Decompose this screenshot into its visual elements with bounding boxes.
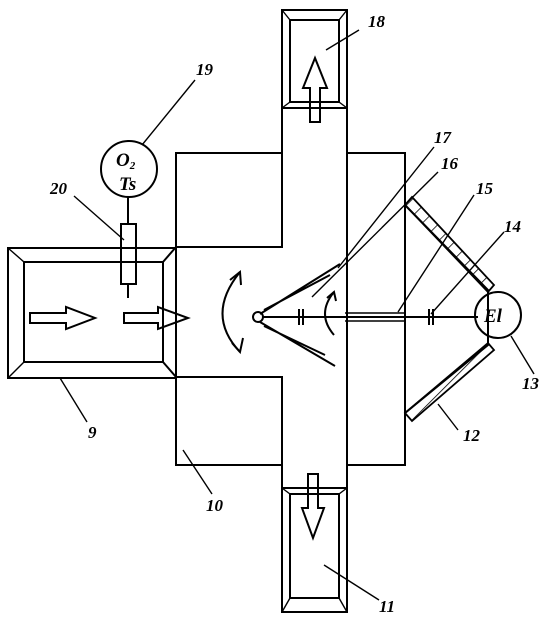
cone-tip bbox=[252, 311, 264, 323]
label-16: 16 bbox=[441, 154, 459, 173]
sensor-o2-text: O bbox=[116, 150, 130, 171]
leader-lines bbox=[59, 29, 535, 601]
label-15: 15 bbox=[476, 179, 494, 198]
probe-sleeve bbox=[120, 223, 137, 285]
label-18: 18 bbox=[368, 12, 386, 31]
label-20: 20 bbox=[49, 179, 68, 198]
channel-outline bbox=[162, 9, 406, 613]
label-17: 17 bbox=[434, 128, 453, 147]
flow-arrow-down bbox=[300, 473, 326, 541]
label-19: 19 bbox=[196, 60, 214, 79]
outlet-top bbox=[281, 9, 348, 109]
flow-arrow-up bbox=[301, 55, 329, 123]
motor bbox=[474, 291, 522, 339]
sensor-o2-sub: 2 bbox=[129, 160, 136, 172]
belt-lower bbox=[403, 341, 496, 423]
label-13: 13 bbox=[522, 374, 540, 393]
label-14: 14 bbox=[504, 217, 521, 236]
label-9: 9 bbox=[88, 423, 97, 442]
svg-text:O2: O2 bbox=[116, 150, 136, 172]
lower-left-block bbox=[175, 376, 283, 466]
label-11: 11 bbox=[379, 597, 395, 616]
label-12: 12 bbox=[463, 426, 481, 445]
flow-arrow-left bbox=[29, 305, 98, 331]
outlet-bottom bbox=[281, 487, 348, 613]
sensor-gauge bbox=[100, 140, 158, 198]
belt-upper bbox=[403, 195, 496, 294]
sensor-ts-text: Ts bbox=[119, 174, 136, 195]
flow-arrow-right bbox=[123, 305, 191, 331]
swirl-arrow-shaft bbox=[324, 291, 335, 336]
swirl-arrow-left bbox=[221, 271, 241, 353]
motor-text: El bbox=[483, 306, 503, 327]
right-block bbox=[346, 152, 406, 466]
label-10: 10 bbox=[206, 496, 224, 515]
upper-left-block bbox=[175, 152, 283, 248]
cone-deflector bbox=[259, 263, 341, 367]
